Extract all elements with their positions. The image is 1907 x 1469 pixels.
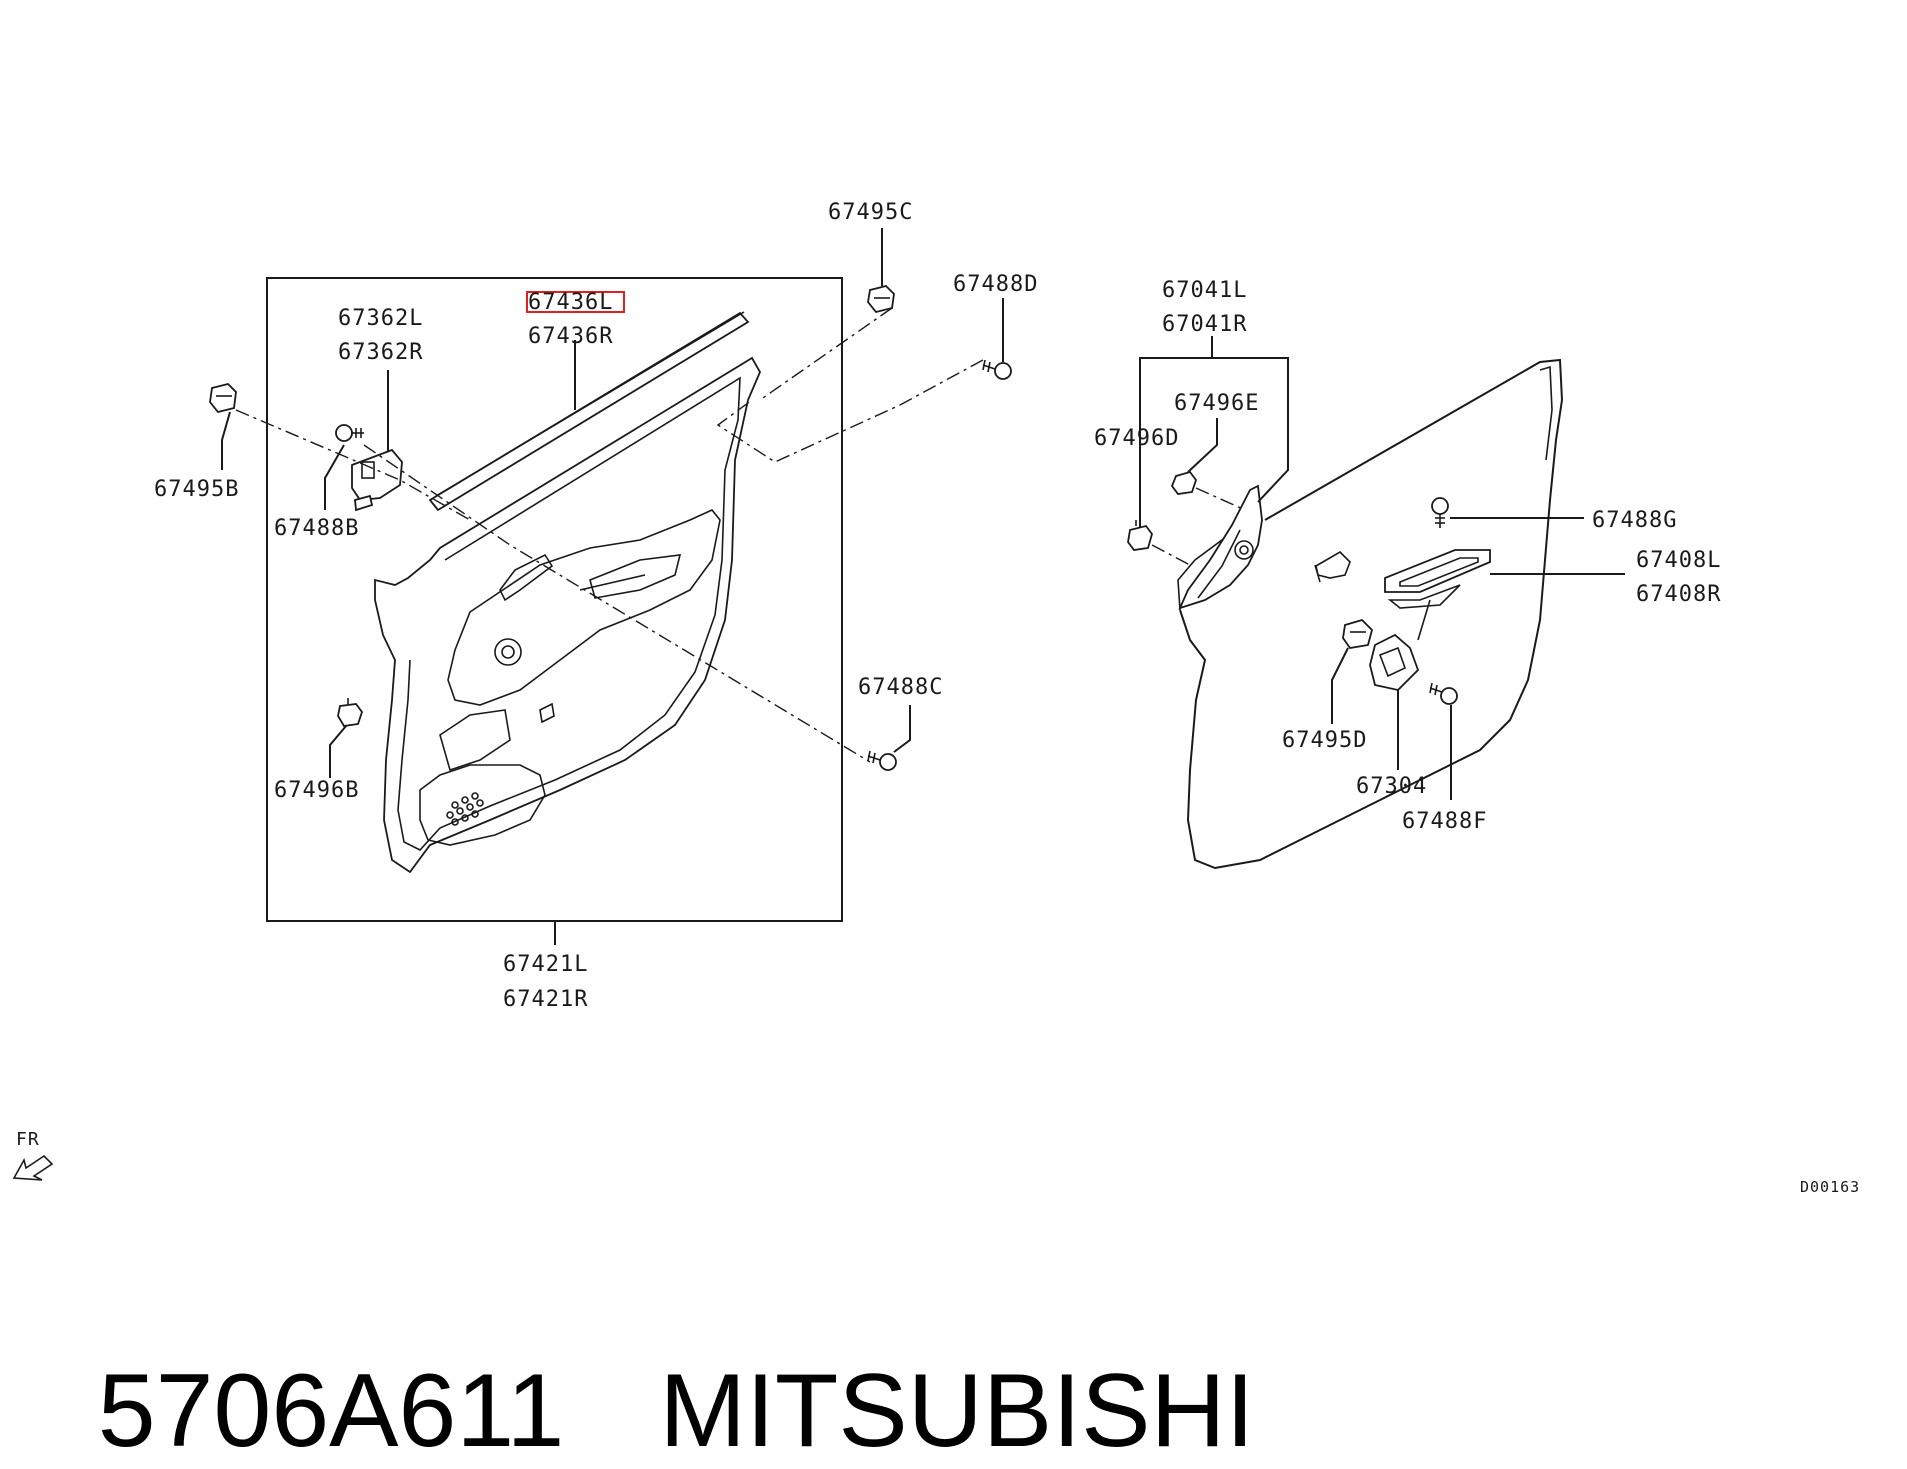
screw-67488C[interactable] bbox=[867, 750, 897, 771]
label-67488D: 67488D bbox=[953, 272, 1038, 297]
label-67488G: 67488G bbox=[1592, 508, 1677, 533]
clip-67496E[interactable] bbox=[1170, 470, 1198, 495]
label-67496B: 67496B bbox=[274, 778, 359, 803]
leader-67304-top bbox=[1417, 599, 1431, 641]
screw-67488D[interactable] bbox=[982, 359, 1012, 380]
clip-67495C[interactable] bbox=[867, 285, 895, 314]
clip-67495D[interactable] bbox=[1342, 618, 1374, 649]
label-67496E: 67496E bbox=[1174, 391, 1259, 416]
screw-67488F[interactable] bbox=[1429, 682, 1458, 705]
label-67041R: 67041R bbox=[1162, 312, 1247, 337]
inner-handle-67362[interactable] bbox=[351, 448, 403, 512]
screw-67488B[interactable] bbox=[335, 424, 364, 442]
label-67488F: 67488F bbox=[1402, 809, 1487, 834]
leader-67488C bbox=[893, 705, 911, 753]
dash-67496D bbox=[1151, 544, 1191, 566]
caption: 5706A611 MITSUBISHI bbox=[40, 1255, 1255, 1469]
label-67304: 67304 bbox=[1356, 774, 1427, 799]
label-67362L: 67362L bbox=[338, 306, 423, 331]
assembly-lines-left bbox=[235, 307, 984, 763]
label-67436L: 67436L bbox=[528, 290, 613, 315]
switch-bezel-67408[interactable] bbox=[1384, 549, 1491, 609]
label-67362R: 67362R bbox=[338, 340, 423, 365]
caption-brand: MITSUBISHI bbox=[659, 1353, 1255, 1469]
corner-bracket-67041[interactable] bbox=[1178, 484, 1263, 610]
label-67408L: 67408L bbox=[1636, 548, 1721, 573]
screw-67488G[interactable] bbox=[1431, 497, 1449, 528]
label-67421R: 67421R bbox=[503, 987, 588, 1012]
label-67041L: 67041L bbox=[1162, 278, 1247, 303]
door-trim-panel[interactable] bbox=[374, 356, 762, 874]
label-67408R: 67408R bbox=[1636, 582, 1721, 607]
clip-67496D[interactable] bbox=[1127, 520, 1153, 551]
weatherstrip-67436[interactable] bbox=[428, 311, 750, 512]
label-67495D: 67495D bbox=[1282, 728, 1367, 753]
caption-part-number: 5706A611 bbox=[97, 1353, 565, 1469]
speaker-grille bbox=[446, 792, 484, 826]
leader-67495B bbox=[221, 411, 231, 470]
label-67495B: 67495B bbox=[154, 477, 239, 502]
bracket-67304[interactable] bbox=[1369, 633, 1420, 691]
label-67496D: 67496D bbox=[1094, 426, 1179, 451]
dash-67496E bbox=[1195, 487, 1246, 511]
leader-67495D bbox=[1331, 647, 1349, 724]
label-67488C: 67488C bbox=[858, 675, 943, 700]
leader-67496E bbox=[1187, 418, 1218, 473]
direction-arrow-icon bbox=[12, 1154, 54, 1181]
highlight-box-67436L bbox=[526, 291, 625, 313]
leader-67041 bbox=[1139, 357, 1289, 548]
leader-67496B bbox=[329, 725, 347, 778]
leader-67488B bbox=[324, 444, 345, 510]
label-67495C: 67495C bbox=[828, 200, 913, 225]
direction-label: FR bbox=[16, 1129, 40, 1150]
door-trim-parts-diagram: 67495C 67488D 67362L 67362R 67436L 67436… bbox=[12, 200, 1860, 1196]
clip-67496B[interactable] bbox=[337, 698, 364, 727]
clip-67495B[interactable] bbox=[209, 383, 237, 414]
label-67436R: 67436R bbox=[528, 324, 613, 349]
diagram-code: D00163 bbox=[1800, 1178, 1860, 1196]
label-67421L: 67421L bbox=[503, 952, 588, 977]
door-inner-panel[interactable] bbox=[1177, 358, 1564, 870]
label-67488B: 67488B bbox=[274, 516, 359, 541]
